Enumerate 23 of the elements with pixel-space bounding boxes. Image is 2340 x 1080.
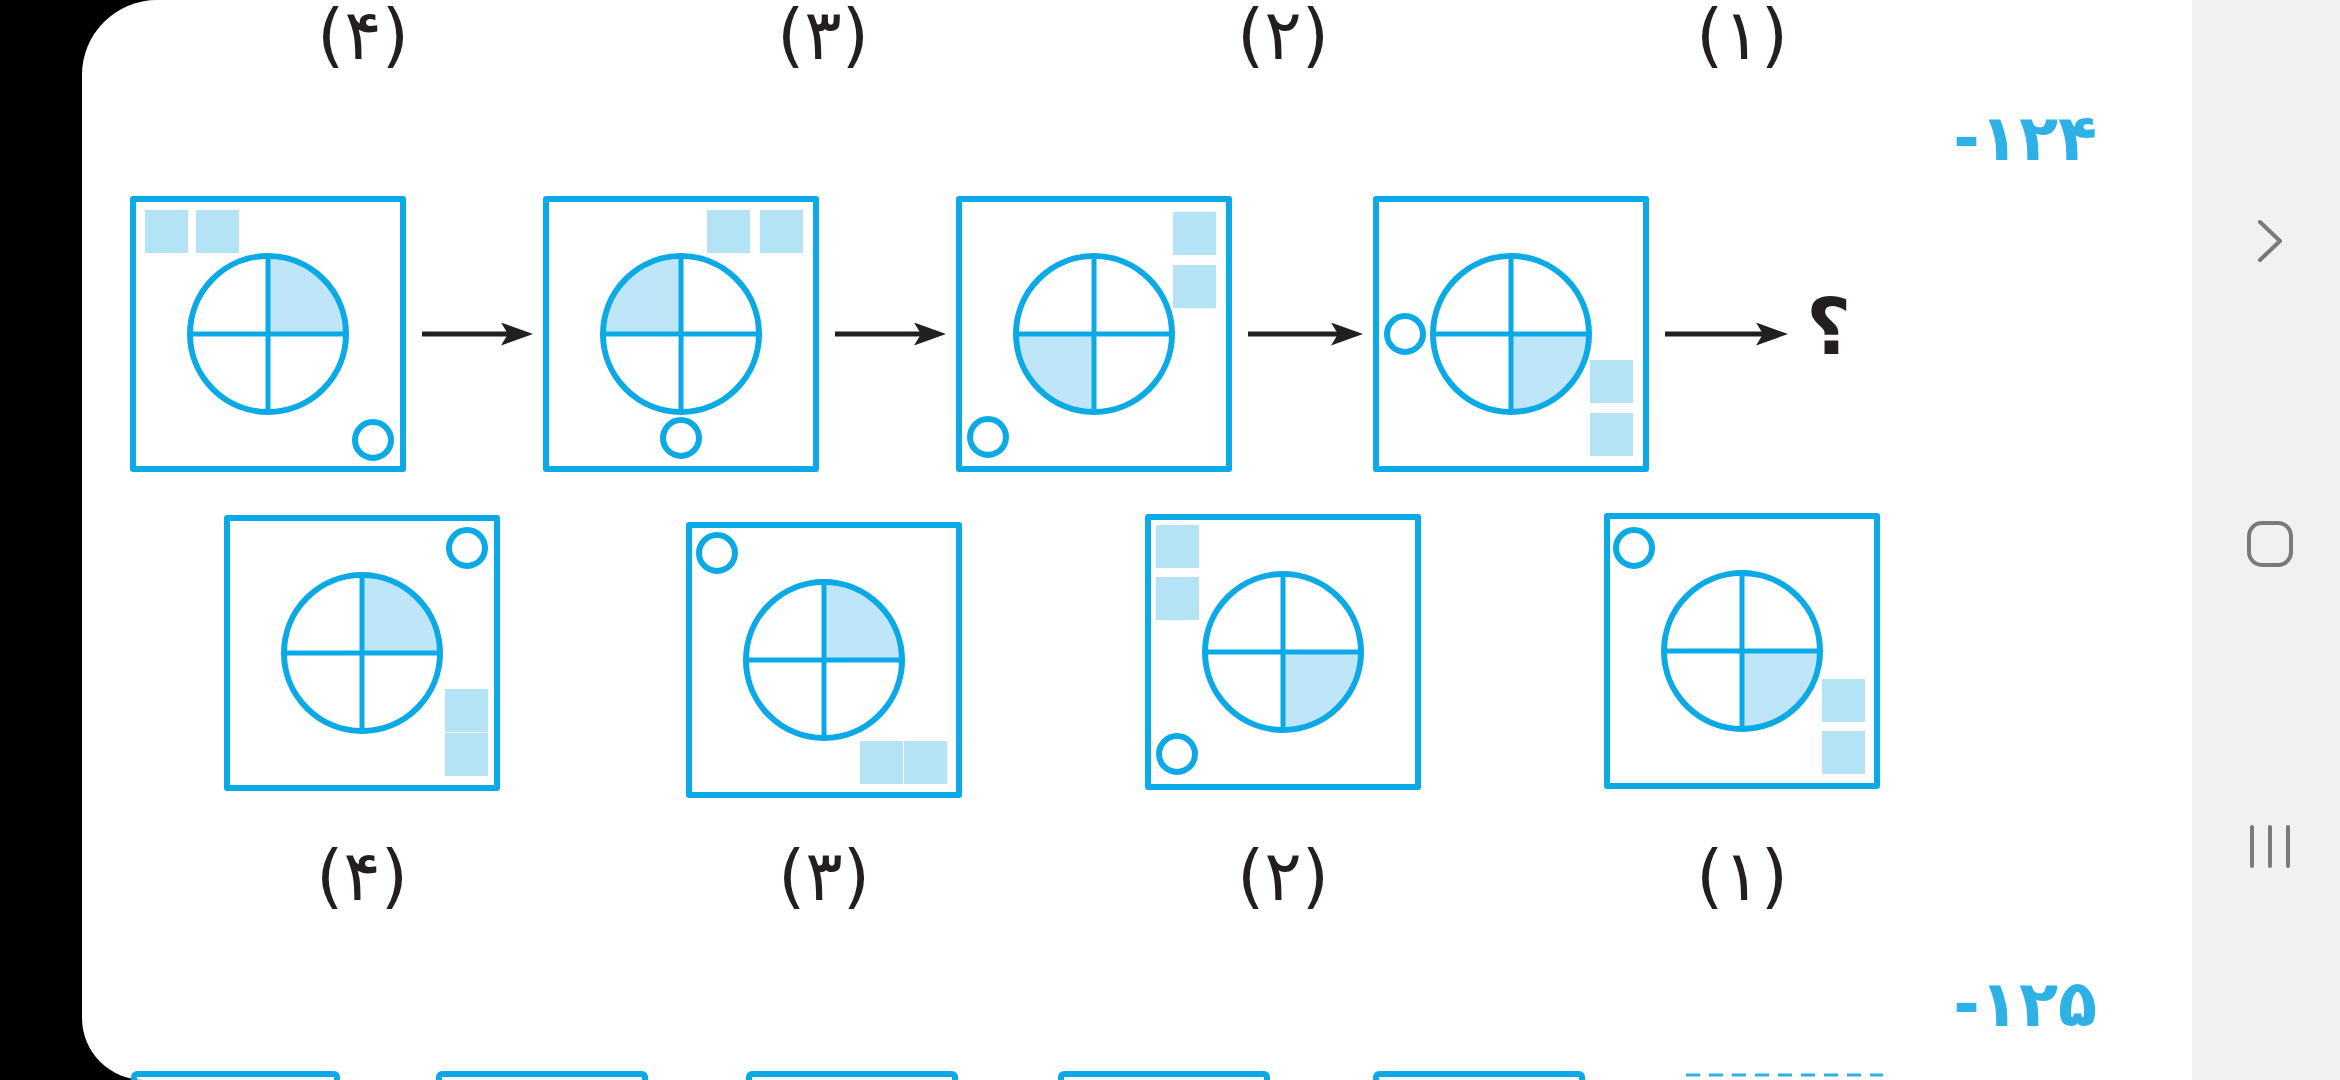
arrow xyxy=(422,322,533,346)
question-number: ۱۲۵- xyxy=(1953,972,2097,1036)
option-number: (۲) xyxy=(1236,0,1330,70)
pattern-figure xyxy=(224,515,500,791)
arrow xyxy=(835,322,946,346)
option-number: (۱) xyxy=(1695,841,1789,911)
pattern-figure xyxy=(956,196,1232,472)
option-number: (۴) xyxy=(315,841,409,911)
pattern-figure xyxy=(1373,196,1649,472)
option-number: (۳) xyxy=(777,841,871,911)
question-mark: ؟ xyxy=(1806,288,1852,366)
pattern-figure xyxy=(686,522,962,798)
pattern-figure xyxy=(1604,513,1880,789)
pattern-figure xyxy=(1145,514,1421,790)
arrow xyxy=(1665,322,1788,346)
pattern-figure xyxy=(543,196,819,472)
pattern-figure xyxy=(130,196,406,472)
option-number: (۴) xyxy=(316,0,410,70)
question-number: ۱۲۴- xyxy=(1953,106,2097,170)
option-number: (۲) xyxy=(1236,841,1330,911)
arrow xyxy=(1248,322,1363,346)
option-number: (۱) xyxy=(1695,0,1789,70)
option-number: (۳) xyxy=(776,0,870,70)
